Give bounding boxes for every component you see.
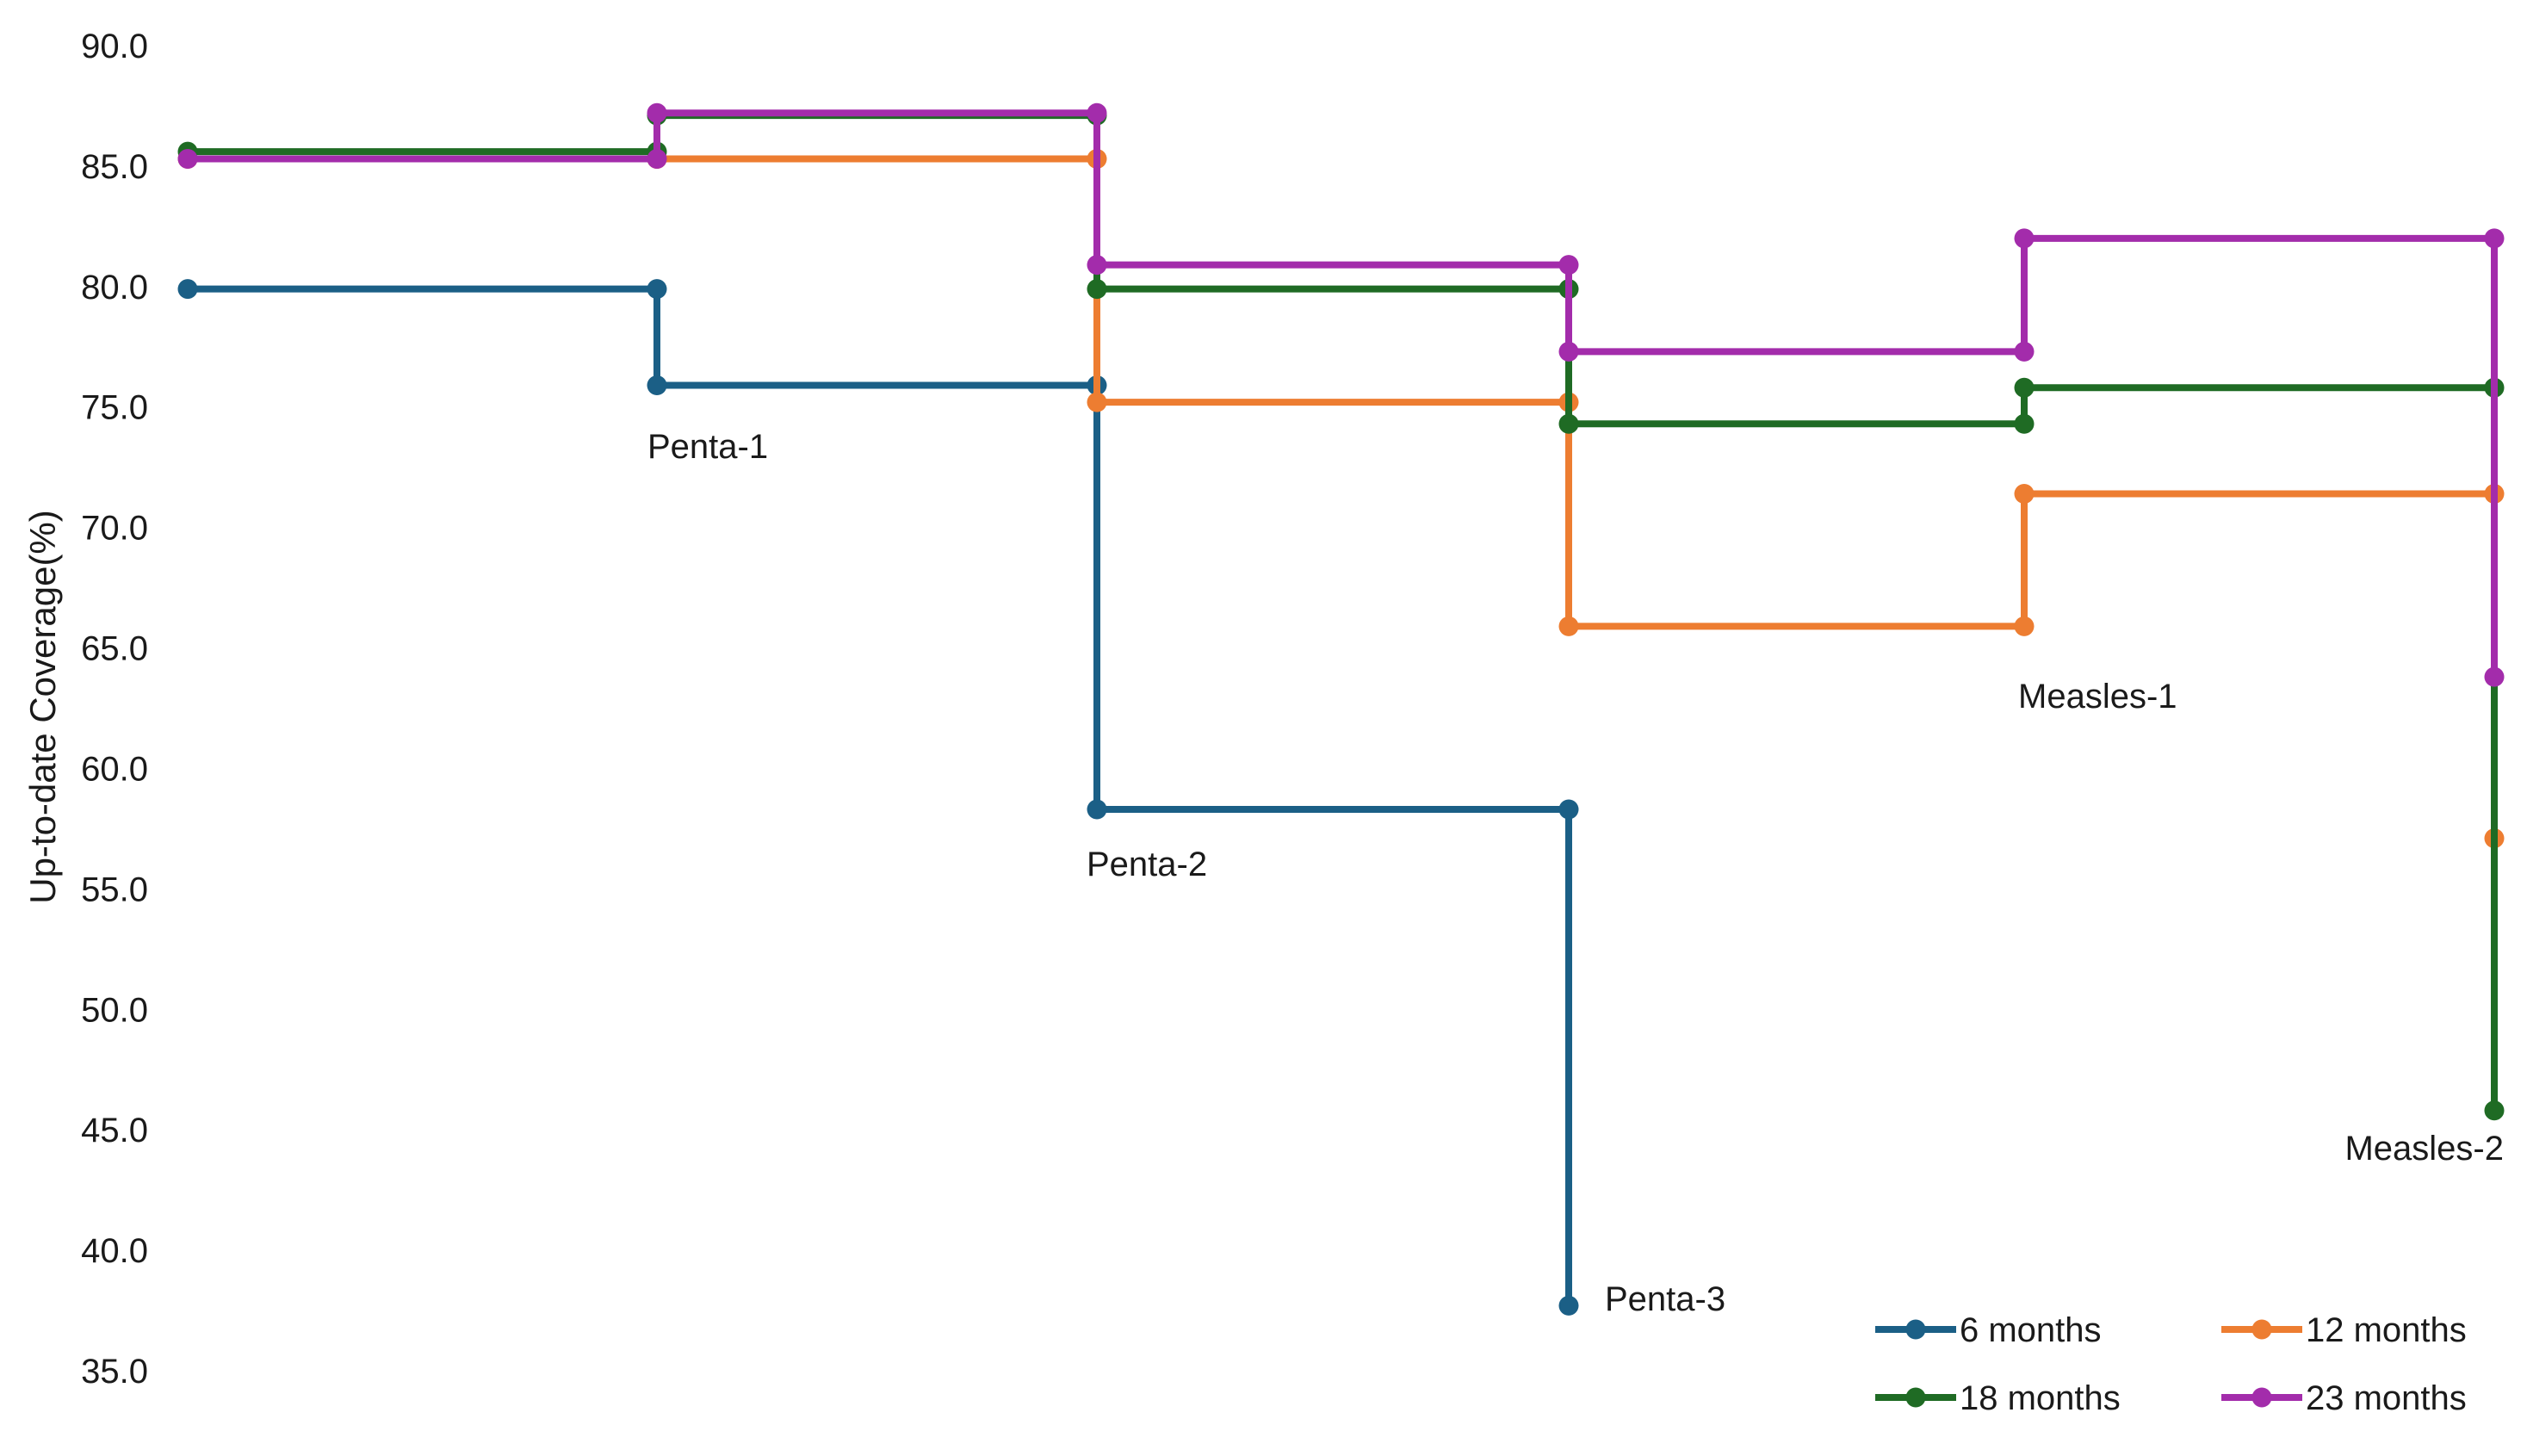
series-line — [188, 285, 1572, 1306]
data-point — [2014, 616, 2035, 636]
legend-item-18-months: 18 months — [1875, 1379, 2121, 1417]
legend-item-6-months: 6 months — [1875, 1311, 2102, 1349]
series-line — [188, 155, 2498, 839]
legend-item-12-months: 12 months — [2221, 1311, 2467, 1349]
series-layer — [177, 102, 2505, 1316]
annotation-penta-3: Penta-3 — [1605, 1280, 1725, 1318]
data-point — [647, 375, 667, 395]
data-point — [647, 102, 667, 123]
data-point — [1087, 279, 1107, 300]
y-axis-label: Up-to-date Coverage(%) — [22, 510, 63, 904]
legend-swatch-dot — [1905, 1319, 1926, 1340]
y-tick-label: 50.0 — [81, 991, 148, 1029]
annotation-measles-2: Measles-2 — [2344, 1130, 2504, 1168]
annotation-measles-1: Measles-1 — [2018, 678, 2177, 716]
y-tick-label: 45.0 — [81, 1112, 148, 1149]
data-point — [1087, 255, 1107, 276]
data-point — [1558, 616, 1579, 636]
y-axis: 90.0 85.0 80.0 75.0 70.0 65.0 60.0 55.0 50.0 45.0… — [81, 28, 148, 1391]
legend-item-23-months: 23 months — [2221, 1379, 2467, 1417]
series-23-months — [177, 102, 2505, 687]
data-point — [1087, 799, 1107, 820]
data-point — [1558, 799, 1579, 820]
data-point — [2014, 377, 2035, 398]
legend-swatch-dot — [2251, 1387, 2272, 1408]
legend-label: 6 months — [1960, 1311, 2102, 1349]
legend-label: 23 months — [2306, 1379, 2467, 1417]
y-tick-label: 90.0 — [81, 28, 148, 65]
data-point — [2484, 1100, 2505, 1121]
data-point — [647, 279, 667, 300]
series-6-months — [177, 279, 1579, 1316]
data-point — [1087, 102, 1107, 123]
series-12-months — [177, 149, 2505, 849]
y-tick-label: 85.0 — [81, 148, 148, 186]
annotation-penta-1: Penta-1 — [647, 428, 768, 466]
data-point — [1558, 341, 1579, 362]
data-point — [2014, 341, 2035, 362]
legend-swatch-dot — [2251, 1319, 2272, 1340]
data-point — [1558, 255, 1579, 276]
y-tick-label: 75.0 — [81, 389, 148, 427]
y-tick-label: 55.0 — [81, 871, 148, 908]
data-point — [1558, 413, 1579, 434]
data-point — [2014, 228, 2035, 249]
data-point — [1087, 392, 1107, 412]
data-point — [2014, 484, 2035, 504]
y-tick-label: 70.0 — [81, 510, 148, 548]
data-point — [2484, 666, 2505, 687]
series-line — [188, 109, 2498, 678]
legend-label: 18 months — [1960, 1379, 2121, 1417]
y-tick-label: 80.0 — [81, 269, 148, 307]
y-tick-label: 65.0 — [81, 630, 148, 668]
legend-label: 12 months — [2306, 1311, 2467, 1349]
y-tick-label: 35.0 — [81, 1353, 148, 1391]
y-tick-label: 60.0 — [81, 750, 148, 788]
annotation-penta-2: Penta-2 — [1087, 846, 1207, 883]
data-point — [177, 279, 198, 300]
data-point — [1558, 1295, 1579, 1316]
data-point — [647, 149, 667, 169]
legend-swatch-dot — [1905, 1387, 1926, 1408]
y-tick-label: 40.0 — [81, 1232, 148, 1270]
series-18-months — [177, 105, 2505, 1121]
data-point — [177, 149, 198, 169]
data-point — [2014, 413, 2035, 434]
legend: 6 months 12 months 18 months 23 months — [1875, 1311, 2467, 1417]
data-point — [2484, 228, 2505, 249]
